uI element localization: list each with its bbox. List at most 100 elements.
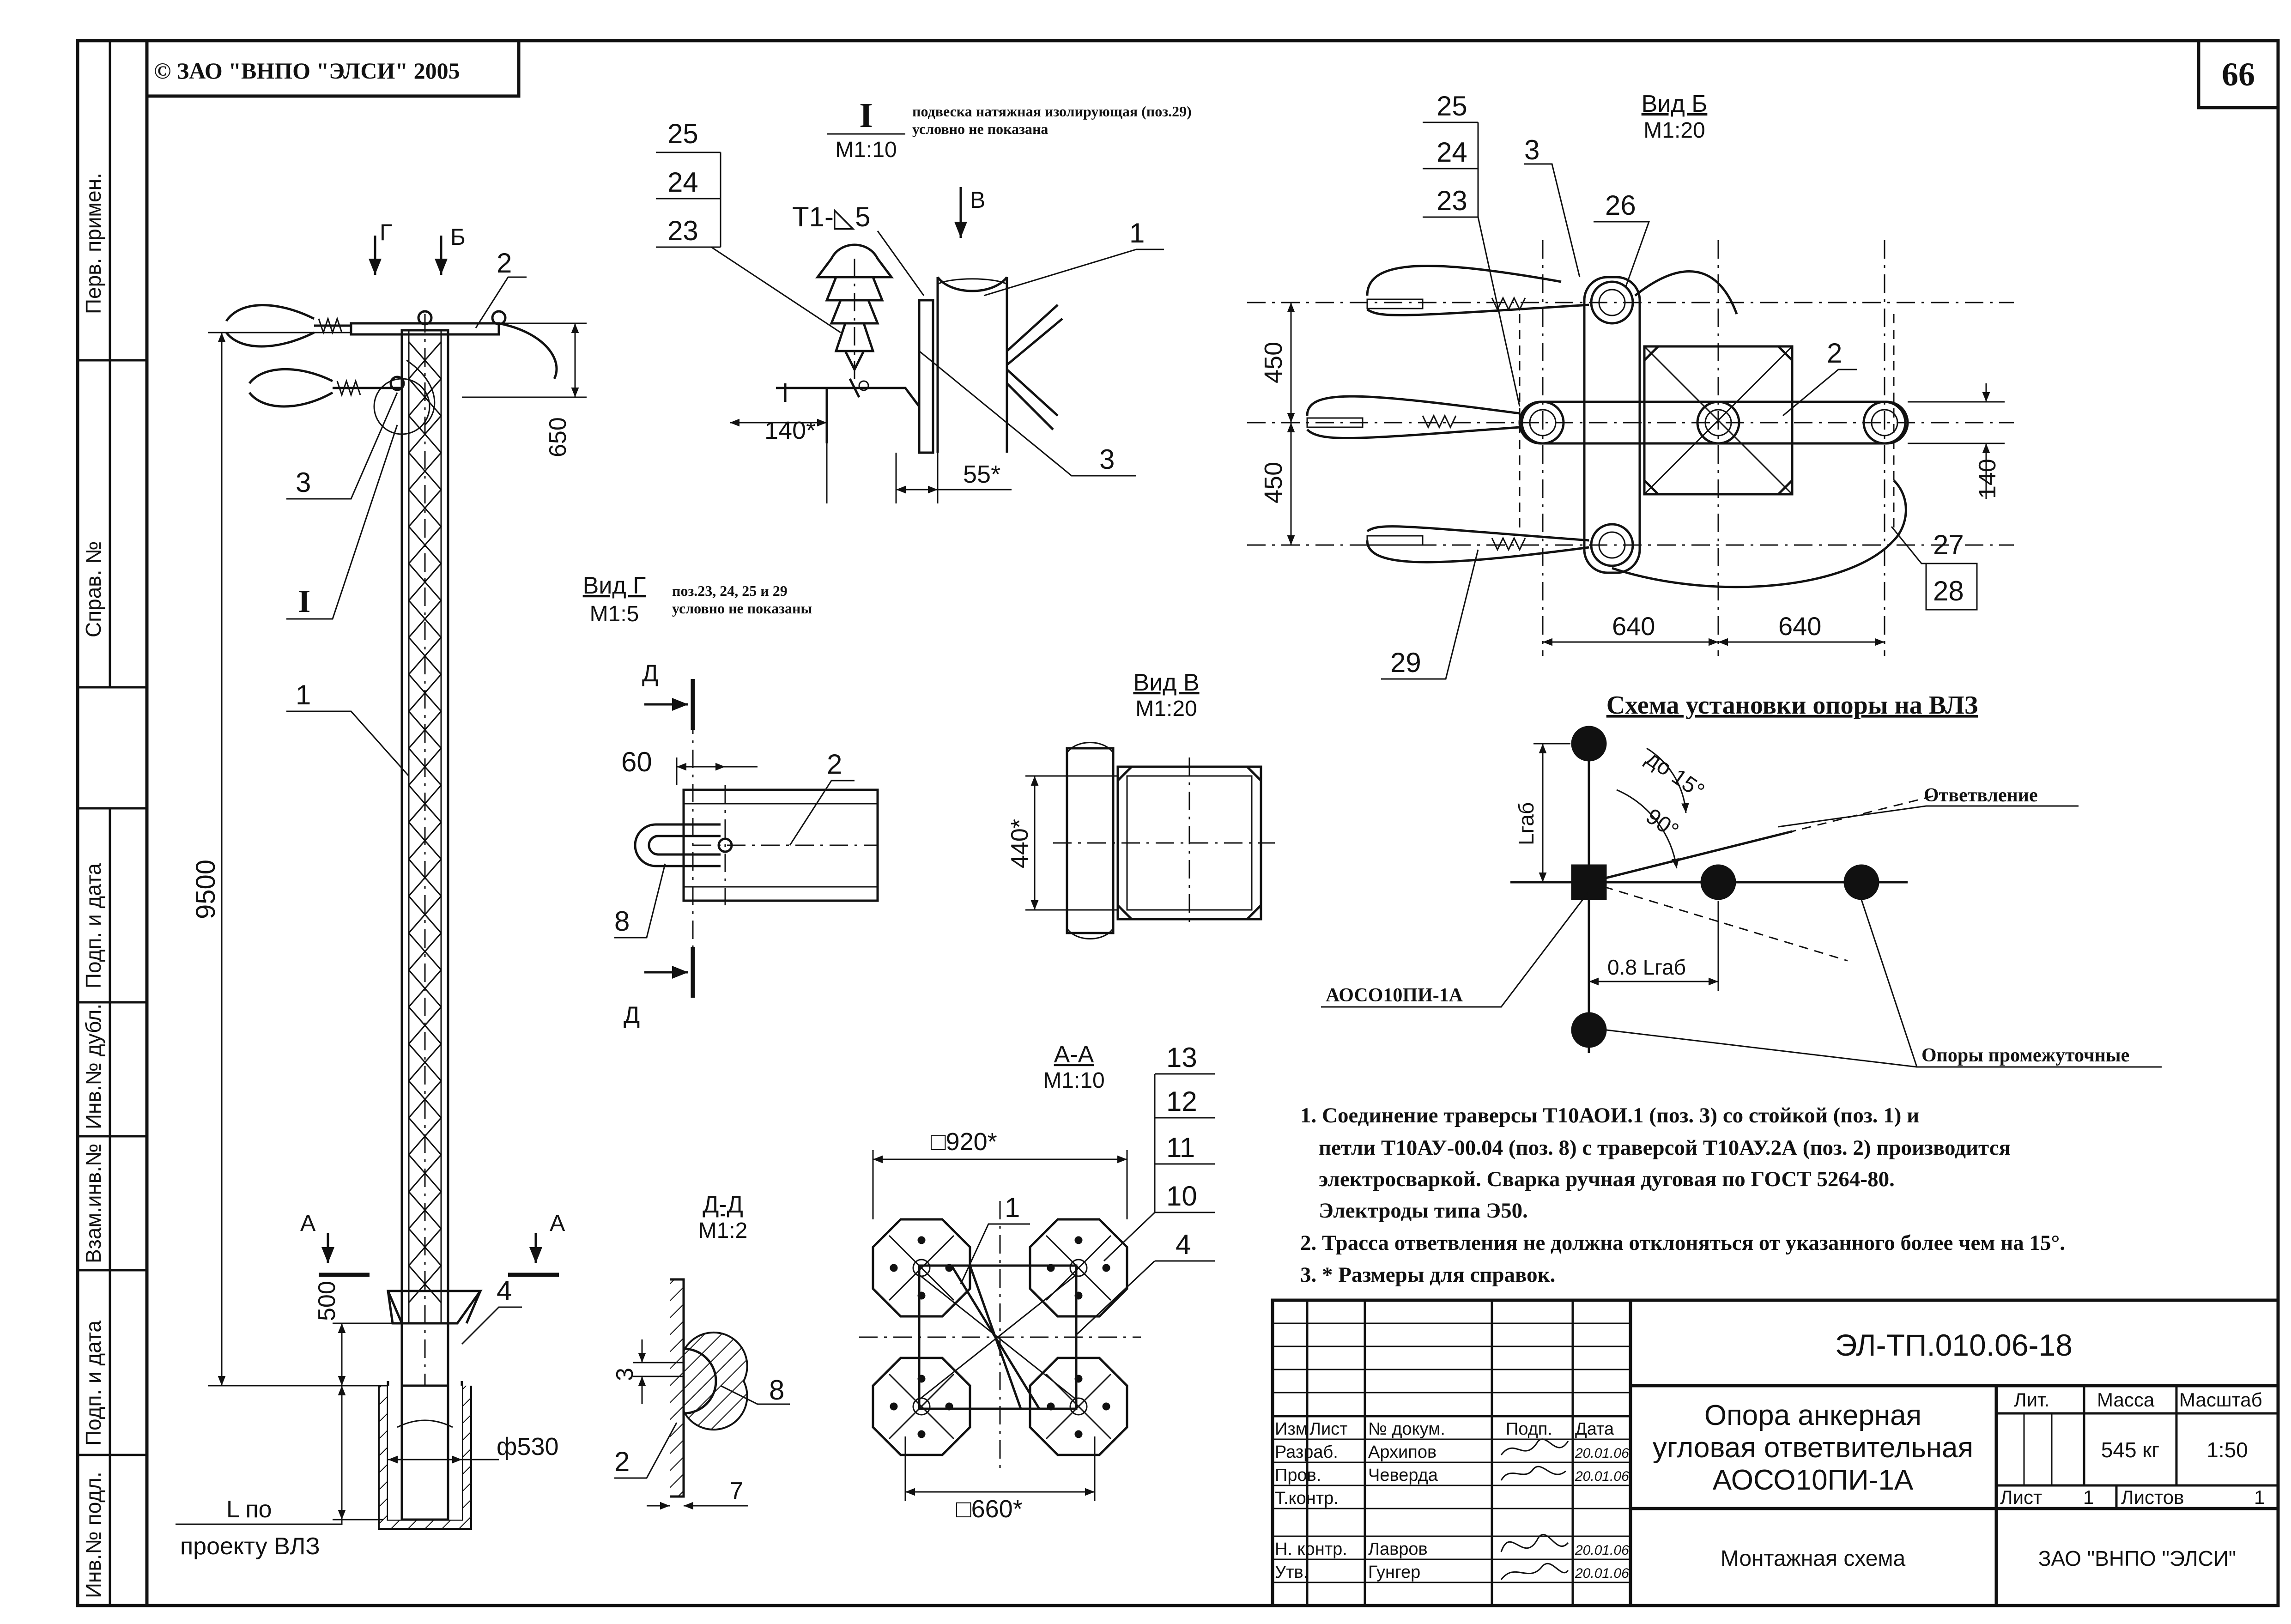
dim-9500: 9500: [191, 860, 221, 919]
note-line-3: электросваркой. Сварка ручная дуговая по…: [1319, 1167, 1895, 1191]
tb-sheet-label: Лист: [2000, 1486, 2042, 1508]
section-DD-dim-3: 3: [612, 1368, 638, 1381]
signature-razrab: [1500, 1438, 1569, 1455]
section-AA-callout-10: 10: [1166, 1181, 1197, 1212]
callout-2: 2: [497, 248, 512, 279]
copyright-text: © ЗАО "ВНПО "ЭЛСИ" 2005: [154, 58, 460, 84]
view-G-scale: М1:5: [590, 602, 639, 626]
tb-mass-value: 545 кг: [2101, 1438, 2159, 1462]
callout-3: 3: [296, 467, 311, 498]
section-DD: Д-Д М1:2 8 2 3 7: [612, 1191, 790, 1510]
view-B-callout-28: 28: [1933, 576, 1964, 606]
view-I-note-2: условно не показана: [912, 121, 1048, 137]
tb-doc-code: ЭЛ-ТП.010.06-18: [1835, 1328, 2073, 1362]
callout-I: I: [298, 584, 310, 619]
view-I-callout-1: 1: [1129, 218, 1145, 248]
view-B-callout-3: 3: [1524, 134, 1539, 165]
tb-name-prov: Чеверда: [1368, 1466, 1438, 1485]
scheme-angle-15: до 15°: [1642, 746, 1709, 804]
section-DD-callout-2: 2: [614, 1446, 630, 1477]
view-G: Вид Г М1:5 поз.23, 24, 25 и 29 условно н…: [583, 572, 879, 1029]
tb-name-utv: Гунгер: [1368, 1563, 1420, 1582]
section-AA-callout-12: 12: [1166, 1086, 1197, 1117]
label-view-b: Б: [450, 224, 466, 250]
view-I-callout-3: 3: [1099, 444, 1115, 475]
note-line-6: 3. * Размеры для справок.: [1300, 1263, 1555, 1287]
view-V-title: Вид В: [1133, 669, 1199, 696]
section-DD-callout-8: 8: [769, 1375, 784, 1406]
tb-hdr-list: Лист: [1309, 1419, 1348, 1439]
view-I-note-1: подвеска натяжная изолирующая (поз.29): [912, 103, 1192, 120]
section-AA-callout-1: 1: [1005, 1192, 1020, 1223]
view-B-title: Вид Б: [1642, 91, 1708, 117]
view-I-arrow-B: В: [970, 187, 985, 213]
note-line-4: Электроды типа Э50.: [1319, 1199, 1528, 1223]
signature-nkontr: [1500, 1534, 1569, 1552]
view-G-callout-8: 8: [614, 906, 630, 937]
tb-name-line-2: угловая ответвительная: [1653, 1432, 1973, 1464]
side-stamp: Перв. примен. Справ. № Подп. и дата Инв.…: [81, 173, 105, 1598]
tb-hdr-izm: Изм: [1275, 1419, 1308, 1439]
sheet-frame: [76, 39, 2280, 1607]
view-V: Вид В М1:20 440*: [1006, 669, 1275, 939]
stamp-perv-primen: Перв. примен.: [81, 173, 105, 314]
view-B-dim-640-b: 640: [1778, 612, 1821, 641]
callout-4: 4: [497, 1275, 512, 1306]
scheme-lgab-08: 0.8 Lгаб: [1607, 955, 1686, 979]
view-G-section-d-top: Д: [642, 660, 658, 687]
view-B-callout-27: 27: [1933, 529, 1964, 560]
copyright-box: © ЗАО "ВНПО "ЭЛСИ" 2005: [145, 39, 521, 98]
tb-date-razrab: 20.01.06: [1575, 1446, 1629, 1461]
tb-date-utv: 20.01.06: [1575, 1566, 1629, 1581]
main-view: Г Б 2 3 I 1 4 А А 9500 650: [176, 219, 587, 1560]
tb-date-prov: 20.01.06: [1575, 1469, 1629, 1484]
section-AA-callout-13: 13: [1166, 1042, 1197, 1073]
tb-massa: Масса: [2097, 1389, 2155, 1411]
stamp-vzam-inv: Взам.инв.№: [81, 1144, 105, 1263]
view-G-section-d-bot: Д: [624, 1002, 640, 1029]
view-G-title: Вид Г: [583, 572, 646, 599]
view-V-dim-440: 440*: [1006, 819, 1033, 868]
view-G-note-1: поз.23, 24, 25 и 29: [672, 582, 788, 599]
view-I-weld: Т1-◺5: [792, 201, 871, 232]
tb-company: ЗАО "ВНПО "ЭЛСИ": [2038, 1546, 2236, 1570]
view-B-dim-140: 140: [1974, 459, 2001, 499]
installation-scheme: Схема установки опоры на ВЛЗ до 15° 90° …: [1321, 691, 2162, 1068]
stamp-inv-dubl: Инв.№ дубл.: [81, 1004, 105, 1129]
view-V-scale: М1:20: [1135, 697, 1197, 721]
scheme-branch: Ответвление: [1924, 785, 2038, 806]
tb-role-utv: Утв.: [1275, 1563, 1308, 1582]
tb-scale-value: 1:50: [2206, 1438, 2248, 1462]
section-AA-callout-11: 11: [1166, 1132, 1195, 1163]
scheme-title: Схема установки опоры на ВЛЗ: [1606, 691, 1978, 720]
scheme-lgab: Lгаб: [1514, 802, 1538, 845]
stamp-podp-data-1: Подп. и дата: [81, 863, 105, 988]
view-B: Вид Б М1:20 25 24 23 3 26 2: [1247, 91, 2014, 680]
tb-name-line-1: Опора анкерная: [1704, 1400, 1921, 1431]
view-B-callout-26: 26: [1605, 190, 1636, 221]
section-AA: А-А М1:10 □920* □660*: [859, 1041, 1215, 1523]
view-I-dim-55: 55*: [963, 461, 1000, 488]
view-B-callout-29: 29: [1390, 647, 1421, 678]
tb-hdr-data: Дата: [1575, 1419, 1614, 1439]
page-number: 66: [2222, 56, 2255, 93]
lattice-bracing: [408, 341, 442, 1303]
dim-500: 500: [314, 1281, 340, 1321]
view-G-dim-60: 60: [621, 746, 652, 777]
dim-dia-530: ф530: [497, 1433, 559, 1460]
label-view-g: Г: [380, 219, 392, 245]
view-B-dim-450-b: 450: [1260, 462, 1287, 503]
view-I-callout-23: 23: [667, 215, 698, 246]
section-DD-dim-7: 7: [730, 1478, 743, 1504]
section-DD-title: Д-Д: [703, 1191, 743, 1218]
scheme-intermediate: Опоры промежуточные: [1921, 1045, 2129, 1066]
view-G-note-2: условно не показаны: [672, 600, 812, 617]
tb-hdr-podp: Подп.: [1506, 1419, 1552, 1439]
tb-masshtab: Масштаб: [2179, 1389, 2262, 1411]
view-B-callout-24: 24: [1436, 137, 1467, 168]
tb-date-nkontr: 20.01.06: [1575, 1543, 1629, 1558]
view-B-dim-640-a: 640: [1612, 612, 1655, 641]
stamp-inv-podl: Инв.№ подл.: [81, 1472, 105, 1598]
tb-sheets-value: 1: [2254, 1486, 2265, 1508]
